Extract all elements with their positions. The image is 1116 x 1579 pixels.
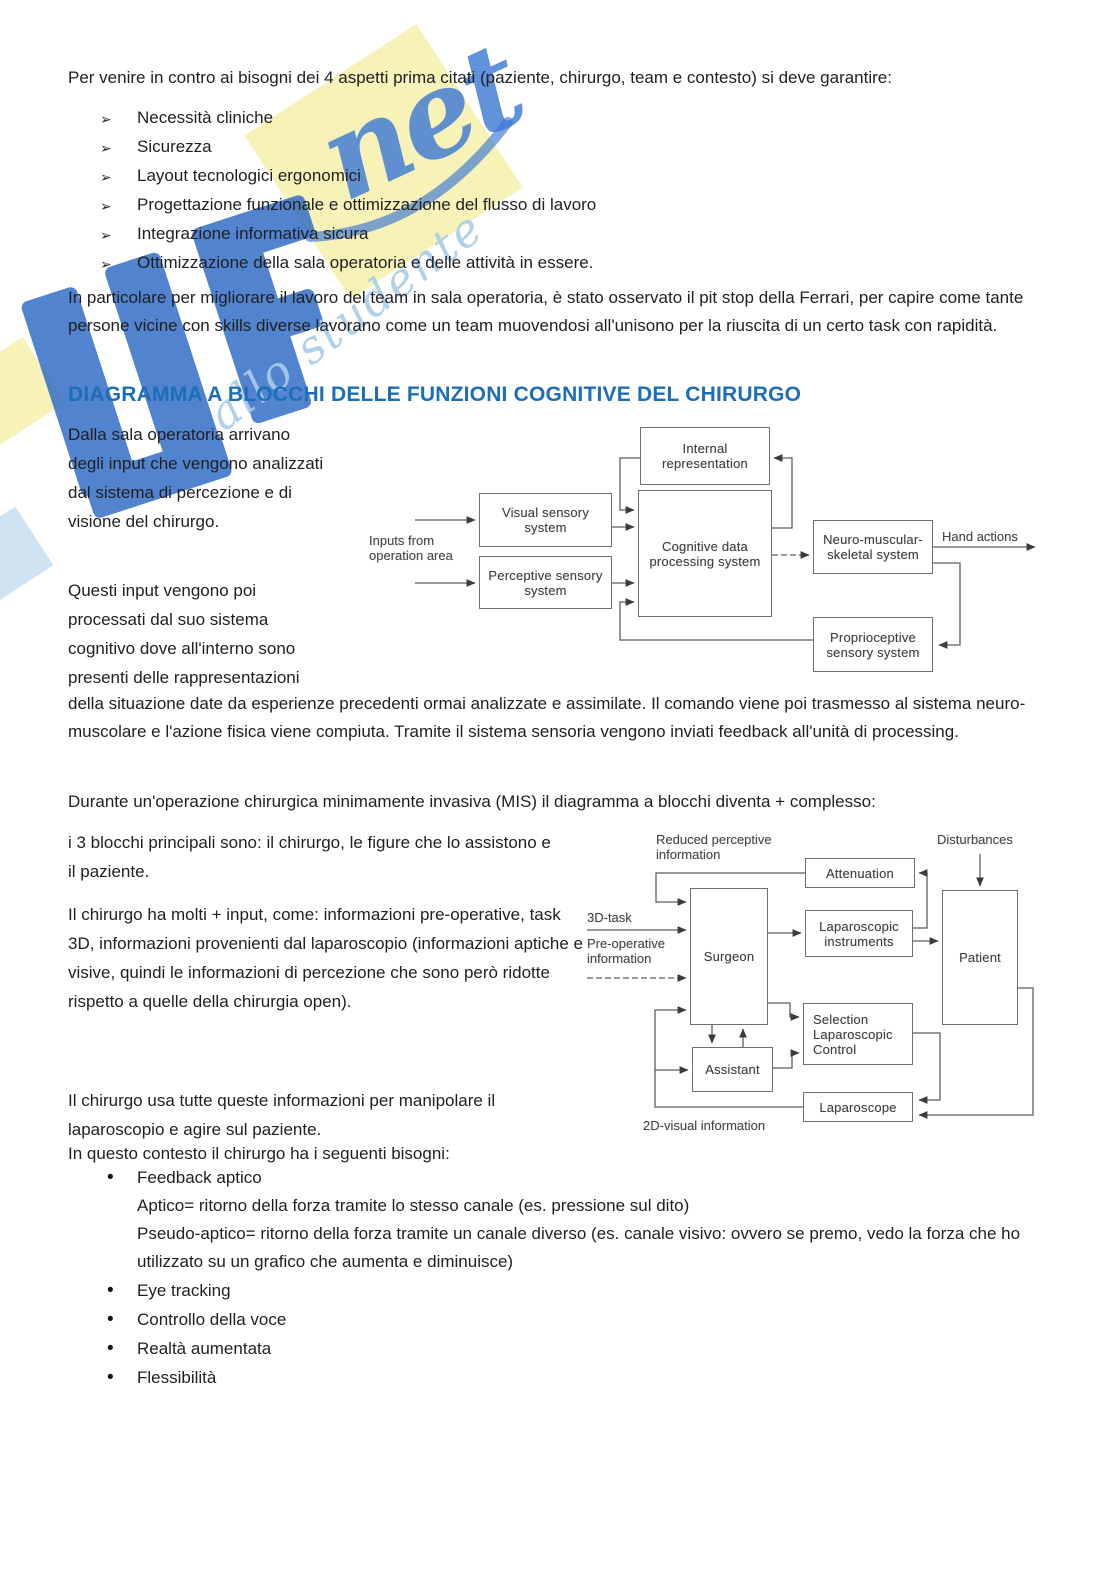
laparoscopic-instruments-box: Laparoscopic instruments bbox=[805, 910, 913, 957]
list-item-label: Ottimizzazione della sala operatoria e d… bbox=[137, 253, 594, 272]
cognitive-block-diagram: Inputs from operation area Visual sensor… bbox=[367, 423, 1047, 678]
needs-list: ➢ Necessità cliniche ➢ Sicurezza ➢ Layou… bbox=[100, 104, 1000, 278]
selection-laparoscopic-control-box: Selection Laparoscopic Control bbox=[803, 1003, 913, 1065]
list-item: • Realtà aumentata bbox=[107, 1335, 1057, 1363]
disturbances-label: Disturbances bbox=[937, 832, 1013, 847]
arrow-bullet-icon: ➢ bbox=[100, 140, 112, 156]
laparoscope-box: Laparoscope bbox=[803, 1092, 913, 1122]
watermark-logo-shapes bbox=[21, 117, 513, 518]
perceptive-sensory-system-box: Perceptive sensory system bbox=[479, 556, 612, 609]
surgeon-needs-list: • Feedback aptico Aptico= ritorno della … bbox=[107, 1164, 1057, 1392]
dot-bullet-icon: • bbox=[107, 1367, 114, 1388]
list-item-label: Progettazione funzionale e ottimizzazion… bbox=[137, 195, 597, 214]
list-item-label: Feedback aptico bbox=[137, 1168, 262, 1187]
list-item-label: Realtà aumentata bbox=[137, 1339, 272, 1358]
reduced-perceptive-label: Reduced perceptive information bbox=[656, 832, 772, 862]
team-paragraph: In particolare per migliorare il lavoro … bbox=[68, 288, 1024, 335]
preoperative-info-label: Pre-operative information bbox=[587, 936, 666, 966]
list-item-label: Necessità cliniche bbox=[137, 108, 274, 127]
dot-bullet-icon: • bbox=[107, 1309, 114, 1330]
arrow-bullet-icon: ➢ bbox=[100, 111, 112, 127]
arrow-bullet-icon: ➢ bbox=[100, 169, 112, 185]
mis-block-diagram: Reduced perceptive information Disturban… bbox=[585, 830, 1047, 1138]
proprioceptive-sensory-box: Proprioceptive sensory system bbox=[813, 617, 933, 672]
arrow-bullet-icon: ➢ bbox=[100, 198, 112, 214]
list-item-label: Eye tracking bbox=[137, 1281, 231, 1300]
intro-paragraph: Per venire in contro ai bisogni dei 4 as… bbox=[68, 68, 892, 87]
assistant-box: Assistant bbox=[692, 1047, 773, 1092]
column-paragraph-2: Questi input vengono poi processati dal … bbox=[68, 581, 300, 687]
diagram1-connectors bbox=[415, 454, 1036, 649]
dot-bullet-icon: • bbox=[107, 1280, 114, 1301]
diagram1-input-label: Inputs from operation area bbox=[369, 533, 453, 563]
list-item: • Eye tracking bbox=[107, 1277, 1057, 1305]
mis-intro-paragraph: Durante un'operazione chirurgica minimam… bbox=[68, 792, 876, 811]
neuro-muscular-skeletal-box: Neuro-muscular- skeletal system bbox=[813, 520, 933, 574]
internal-representation-box: Internal representation bbox=[640, 427, 770, 485]
list-item-label: Flessibilità bbox=[137, 1368, 217, 1387]
dot-bullet-icon: • bbox=[107, 1338, 114, 1359]
dot-bullet-icon: • bbox=[107, 1167, 114, 1188]
section-heading: DIAGRAMMA A BLOCCHI DELLE FUNZIONI COGNI… bbox=[68, 383, 802, 406]
patient-box: Patient bbox=[942, 890, 1018, 1025]
list-item: • Flessibilità bbox=[107, 1364, 1057, 1392]
list-item: ➢ Necessità cliniche bbox=[100, 104, 1000, 133]
list-item: ➢ Progettazione funzionale e ottimizzazi… bbox=[100, 191, 1000, 220]
list-item: ➢ Sicurezza bbox=[100, 133, 1000, 162]
list-item-subline: Aptico= ritorno della forza tramite lo s… bbox=[137, 1196, 690, 1215]
surgeon-inputs-paragraph: Il chirurgo ha molti + input, come: info… bbox=[68, 905, 583, 1011]
list-item: ➢ Layout tecnologici ergonomici bbox=[100, 162, 1000, 191]
needs-intro-paragraph: In questo contesto il chirurgo ha i segu… bbox=[68, 1144, 450, 1163]
visual-2d-label: 2D-visual information bbox=[643, 1118, 766, 1133]
surgeon-use-paragraph: Il chirurgo usa tutte queste informazion… bbox=[68, 1091, 496, 1139]
list-item: • Controllo della voce bbox=[107, 1306, 1057, 1334]
list-item-label: Controllo della voce bbox=[137, 1310, 287, 1329]
list-item-label: Sicurezza bbox=[137, 137, 212, 156]
list-item-label: Integrazione informativa sicura bbox=[137, 224, 369, 243]
arrow-bullet-icon: ➢ bbox=[100, 256, 112, 272]
surgeon-box: Surgeon bbox=[690, 888, 768, 1025]
list-item: • Feedback aptico bbox=[107, 1164, 1057, 1192]
hand-actions-label: Hand actions bbox=[942, 529, 1018, 544]
cognitive-data-processing-box: Cognitive data processing system bbox=[638, 490, 772, 617]
task-3d-label: 3D-task bbox=[587, 910, 632, 925]
column-paragraph-1: Dalla sala operatoria arrivano degli inp… bbox=[68, 425, 324, 531]
blocks-paragraph: i 3 blocchi principali sono: il chirurgo… bbox=[68, 833, 551, 881]
attenuation-box: Attenuation bbox=[805, 858, 915, 888]
list-item-subline: Pseudo-aptico= ritorno della forza trami… bbox=[137, 1224, 1021, 1271]
list-item: ➢ Ottimizzazione della sala operatoria e… bbox=[100, 249, 1000, 278]
visual-sensory-system-box: Visual sensory system bbox=[479, 493, 612, 547]
list-item-label: Layout tecnologici ergonomici bbox=[137, 166, 361, 185]
arrow-bullet-icon: ➢ bbox=[100, 227, 112, 243]
continuation-paragraph: della situazione date da esperienze prec… bbox=[68, 694, 1026, 741]
diagram2-connectors bbox=[587, 854, 1034, 1119]
list-item: ➢ Integrazione informativa sicura bbox=[100, 220, 1000, 249]
